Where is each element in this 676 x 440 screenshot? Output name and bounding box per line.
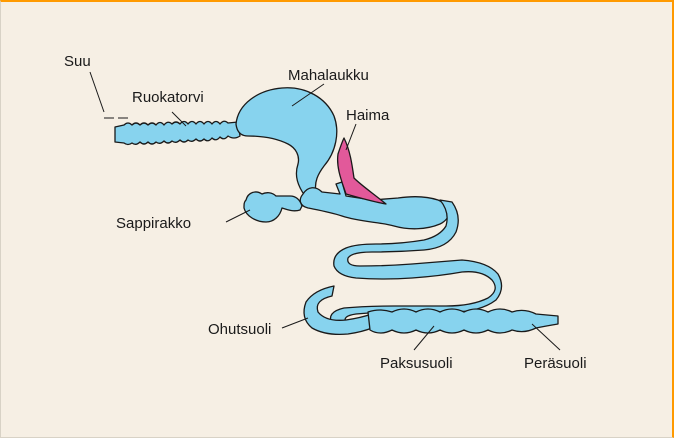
rectum-leader: [532, 324, 560, 350]
esophagus-shape: [115, 121, 240, 144]
gallbladder-shape: [244, 192, 302, 222]
mouth-label: Suu: [64, 53, 91, 70]
small-intestine-leader: [282, 318, 308, 328]
mouth-leader: [90, 72, 104, 112]
stomach-shape: [236, 88, 337, 196]
rectum-label: Peräsuoli: [524, 355, 587, 372]
pancreas-leader: [346, 124, 356, 150]
stomach-label: Mahalaukku: [288, 67, 369, 84]
duodenum-shape: [300, 182, 448, 229]
gallbladder-leader: [226, 210, 250, 222]
large-intestine-shape: [368, 309, 558, 333]
large-intestine-label: Paksusuoli: [380, 355, 453, 372]
small-intestine-label: Ohutsuoli: [208, 321, 271, 338]
pancreas-label: Haima: [346, 107, 390, 124]
gallbladder-label: Sappirakko: [116, 215, 191, 232]
esophagus-label: Ruokatorvi: [132, 89, 204, 106]
